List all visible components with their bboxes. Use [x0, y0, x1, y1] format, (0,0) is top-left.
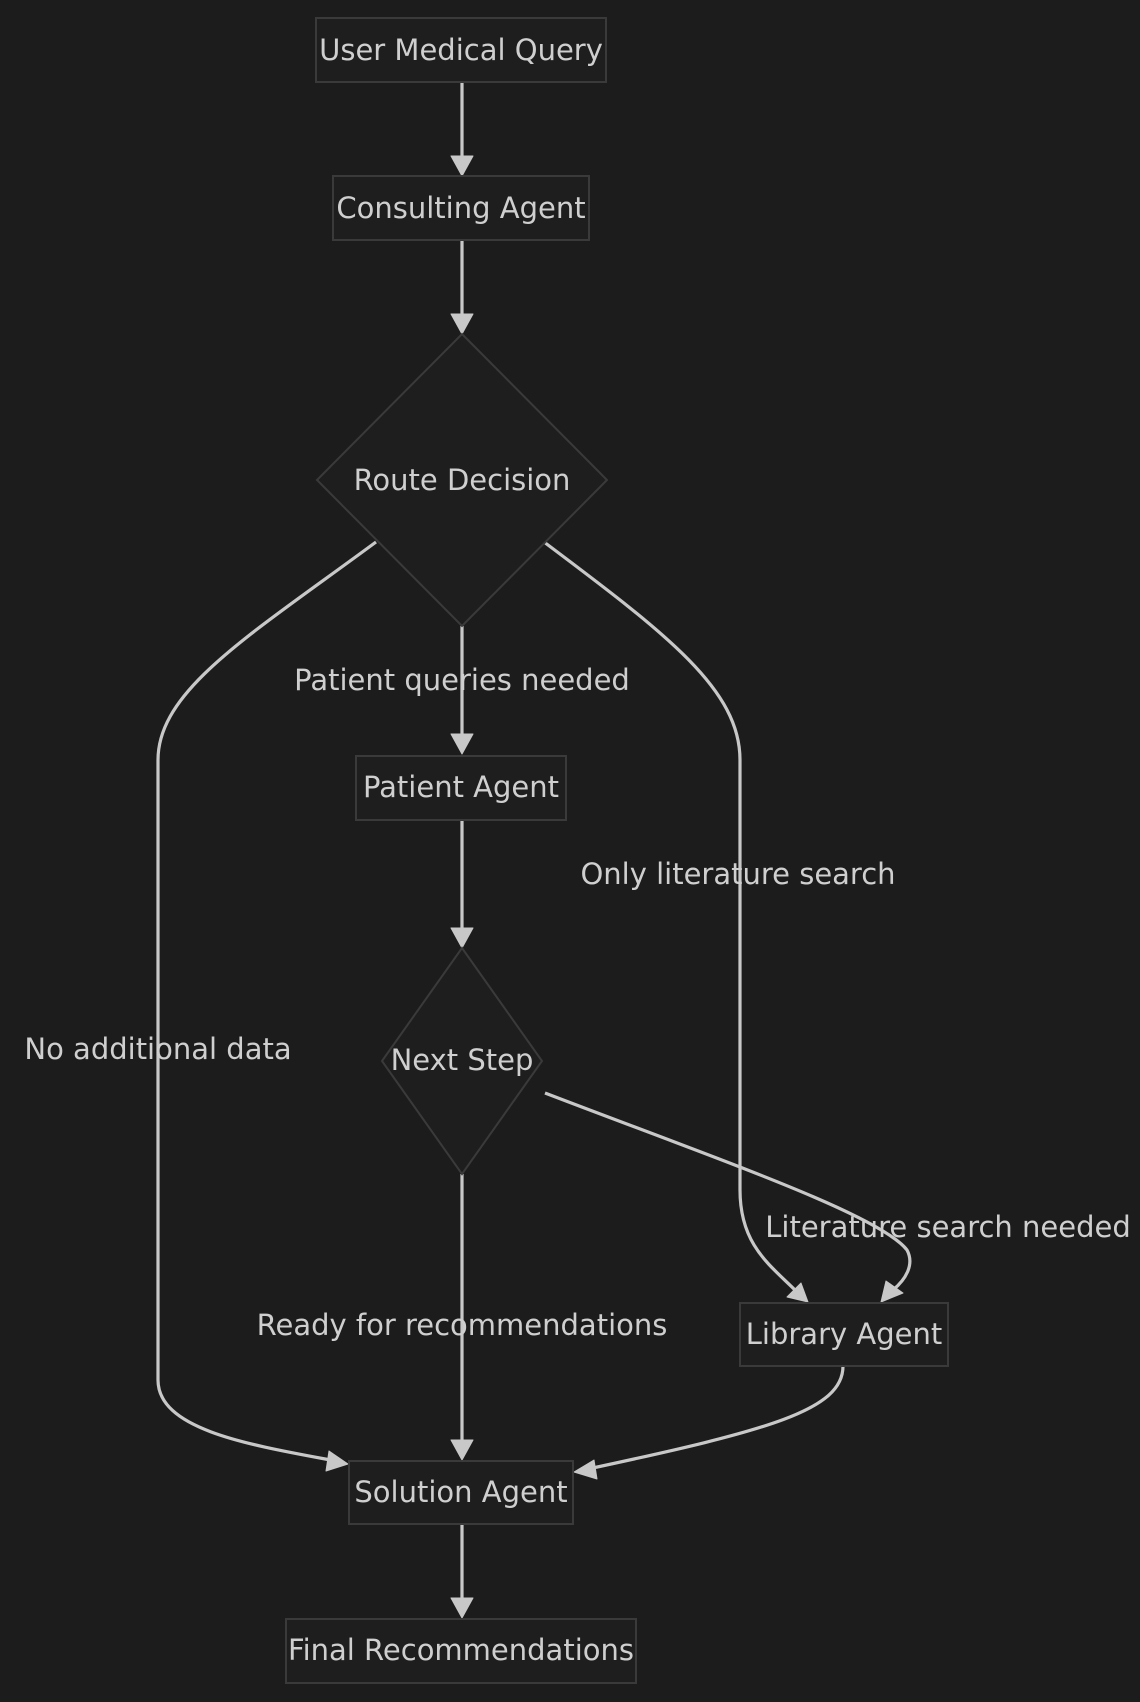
node-patient-agent[interactable]: Patient Agent	[355, 755, 567, 821]
edge-route-to-solution	[156, 540, 377, 1463]
node-box	[739, 1302, 949, 1367]
node-final-recommendations[interactable]: Final Recommendations	[285, 1618, 637, 1684]
arrowhead-solution-left	[325, 1450, 349, 1472]
node-box	[355, 755, 567, 821]
node-label: Next Step	[391, 1043, 534, 1077]
node-label: Patient Agent	[363, 770, 559, 804]
edge-label-ready-for-recommendations: Ready for recommendations	[257, 1308, 668, 1342]
node-next-step[interactable]: Next Step	[380, 946, 544, 1176]
edge-route-to-library	[543, 540, 798, 1293]
node-box	[332, 175, 590, 241]
arrowhead-consulting	[450, 155, 474, 177]
edge-label-only-literature: Only literature search	[580, 857, 895, 891]
arrowhead-library-left	[786, 1282, 809, 1303]
node-label: User Medical Query	[319, 33, 603, 67]
node-library-agent[interactable]: Library Agent	[739, 1302, 949, 1367]
edge-library-to-solution	[587, 1365, 845, 1471]
node-box	[348, 1460, 574, 1525]
decision-diamond	[315, 332, 609, 628]
node-label: Library Agent	[746, 1317, 942, 1351]
nodes: User Medical Query Consulting Agent Rout…	[285, 17, 949, 1684]
node-box	[285, 1618, 637, 1684]
edge-labels: Patient queries needed Only literature s…	[24, 663, 1130, 1342]
node-box	[315, 17, 607, 83]
node-route-decision[interactable]: Route Decision	[315, 332, 609, 628]
decision-diamond	[380, 946, 544, 1176]
node-solution-agent[interactable]: Solution Agent	[348, 1460, 574, 1525]
arrowhead-library-right	[880, 1280, 904, 1303]
node-user-medical-query[interactable]: User Medical Query	[315, 17, 607, 83]
node-label: Final Recommendations	[288, 1633, 634, 1667]
edge-label-no-additional-data: No additional data	[24, 1032, 291, 1066]
arrowhead-solution-right	[573, 1459, 598, 1480]
node-label: Consulting Agent	[336, 191, 585, 225]
node-label: Solution Agent	[354, 1475, 567, 1509]
arrowhead-route	[450, 313, 474, 335]
arrowhead-patient	[450, 733, 474, 755]
edges	[156, 82, 912, 1619]
arrowhead-final	[450, 1597, 474, 1619]
edge-next-to-library	[544, 1091, 912, 1292]
edge-label-literature-needed: Literature search needed	[765, 1210, 1131, 1244]
node-consulting-agent[interactable]: Consulting Agent	[332, 175, 590, 241]
arrowhead-next	[450, 927, 474, 949]
edge-label-patient-queries: Patient queries needed	[294, 663, 630, 697]
arrowhead-solution-center	[450, 1439, 474, 1461]
node-label: Route Decision	[354, 463, 571, 497]
